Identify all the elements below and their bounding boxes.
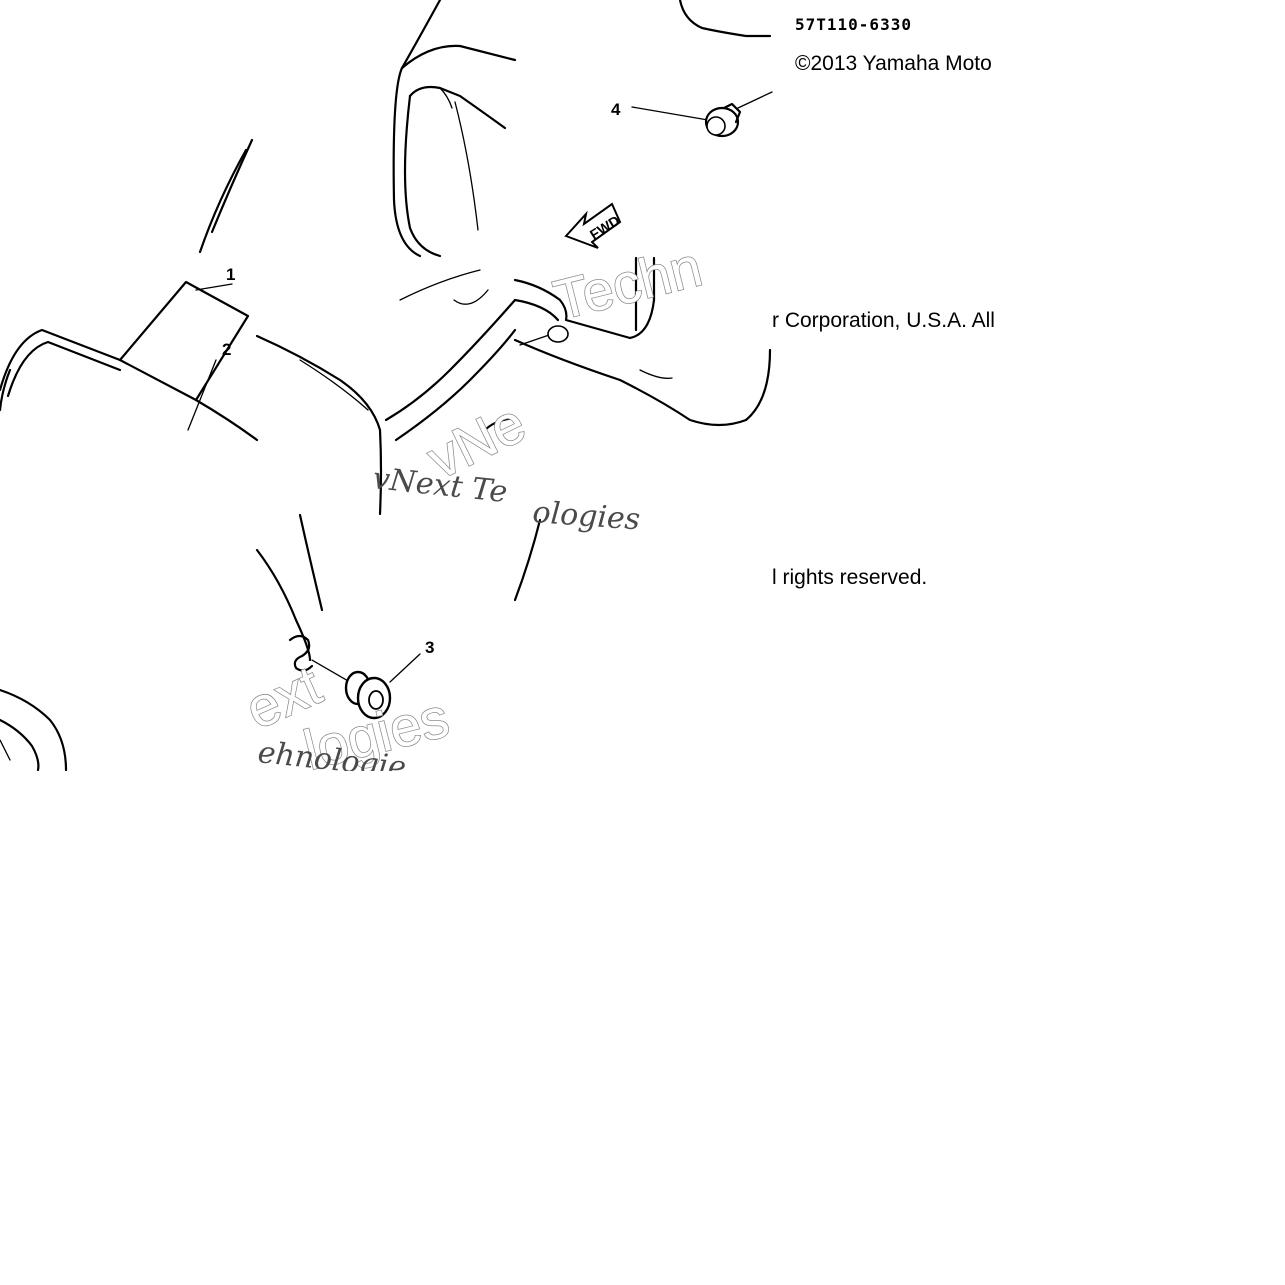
cover-panel-left [0, 280, 259, 772]
callout-1: 1 [226, 265, 235, 284]
watermark: Techn vNe ext logies vNext Te ologies eh… [236, 234, 709, 786]
cover-center [255, 269, 517, 516]
callout-2: 2 [222, 340, 231, 359]
grommet-part-3 [255, 513, 542, 720]
watermark-outline-a: Techn [548, 234, 708, 331]
callout-3: 3 [425, 638, 434, 657]
part-code: 57T110-6330 [795, 15, 912, 34]
watermark-serif-b: ologies [531, 495, 641, 537]
copyright-line-3: l rights reserved. [772, 566, 927, 589]
callout-4: 4 [611, 100, 621, 119]
copyright-line-1: ©2013 Yamaha Moto [795, 52, 992, 75]
cover-tray [513, 256, 772, 427]
fwd-arrow: FWD [564, 202, 622, 249]
cover-body-top [392, 0, 772, 258]
bolt-part-4 [631, 91, 773, 138]
copyright-line-2: r Corporation, U.S.A. All [772, 309, 995, 332]
fender-left-edge [198, 138, 254, 254]
